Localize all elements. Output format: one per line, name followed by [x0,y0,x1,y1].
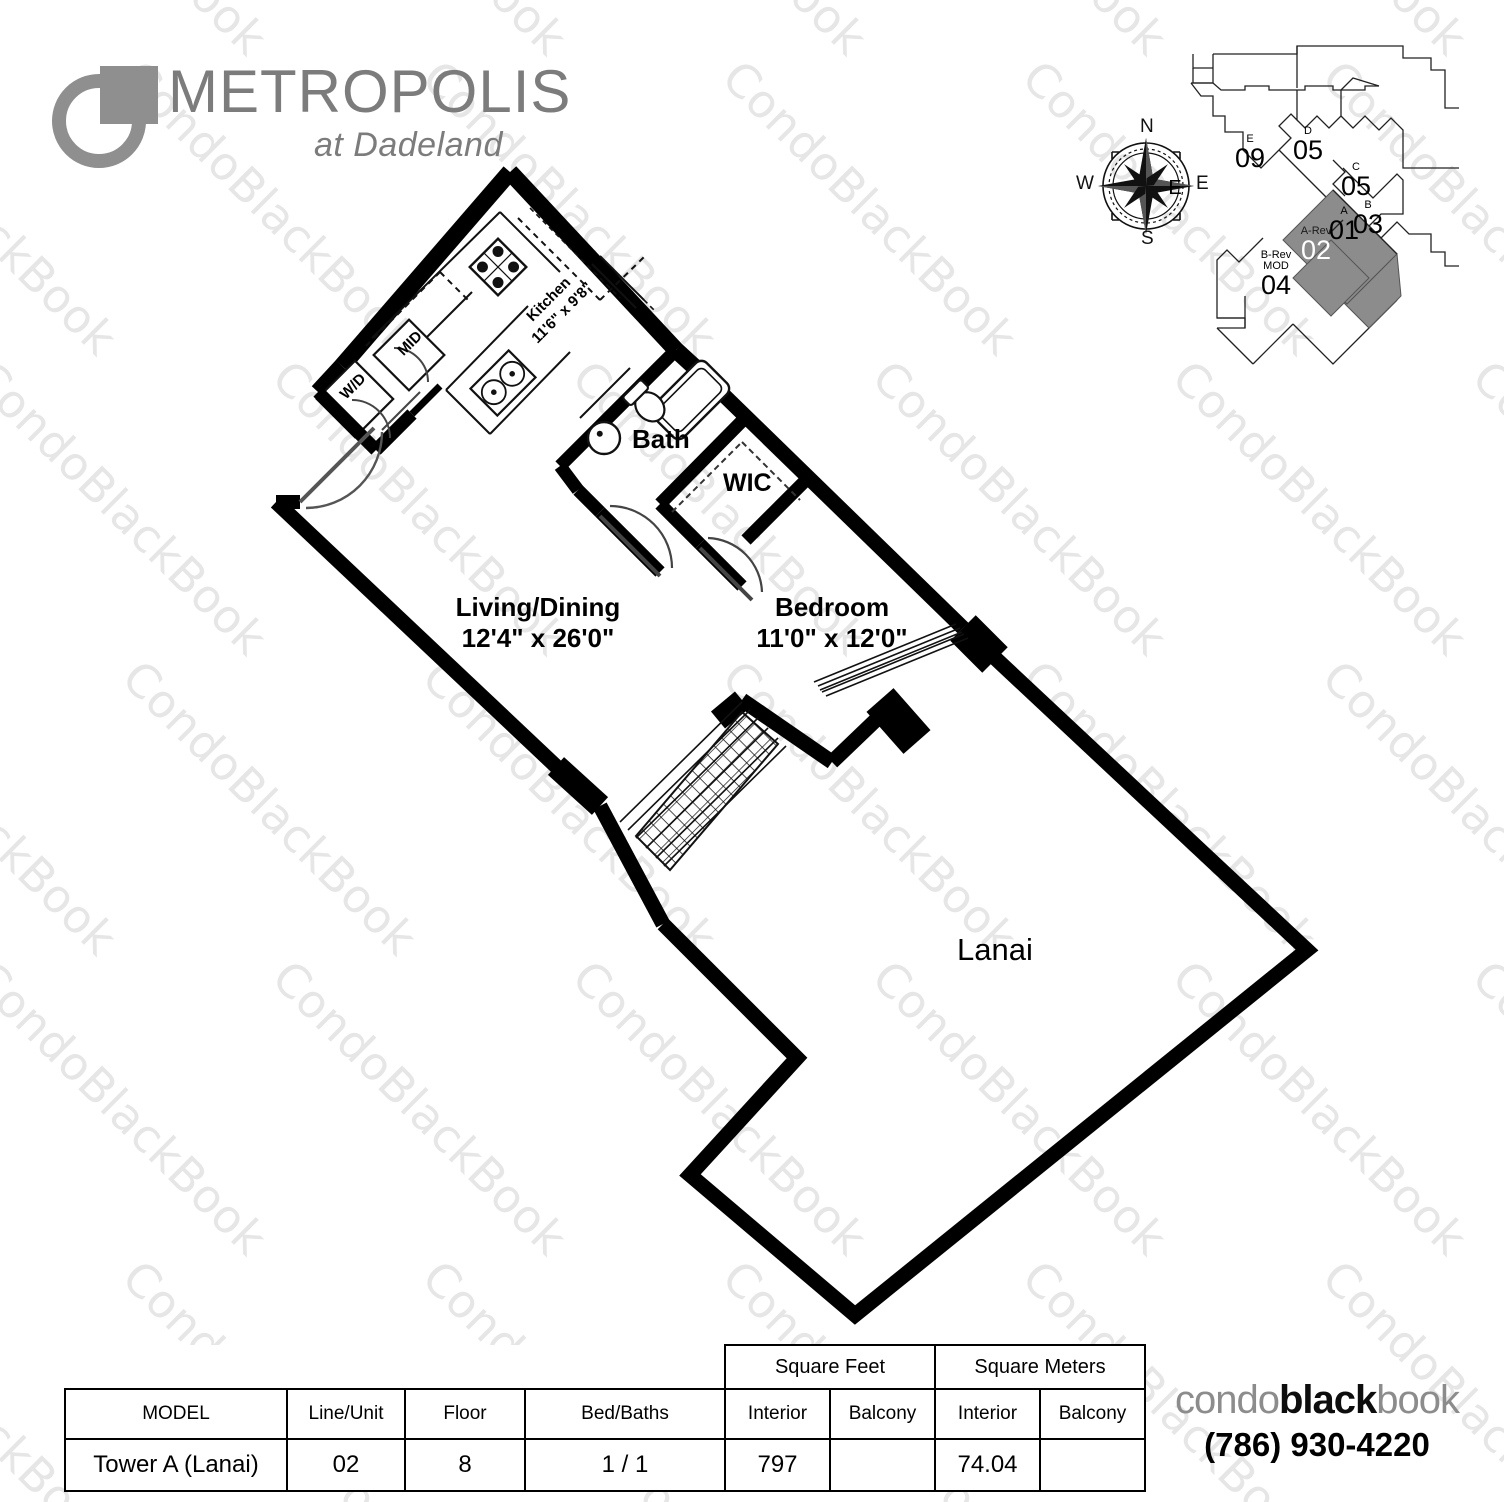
spec-table: Square Feet Square Meters MODEL Line/Uni… [64,1344,1146,1492]
cbb-part-black: black [1278,1378,1377,1422]
room-label-lanai: Lanai [957,932,1033,967]
cbb-part-condo: condo [1174,1378,1280,1422]
key-plan: E 09 D 05 C 05 B 03 A 01 A-Rev 02 B-Rev … [1168,28,1483,373]
compass-rose-icon [1098,138,1194,234]
cell-floor: 8 [404,1438,526,1492]
key-plan-unit-01: A 01 [1328,205,1360,245]
key-plan-unit-04: B-Rev MOD 04 [1260,249,1292,300]
table-header-row: MODEL Line/Unit Floor Bed/Baths Interior… [64,1388,1146,1440]
lanai-outline [657,622,1319,1325]
cbb-part-book: book [1376,1378,1460,1422]
col-header-sm-interior: Interior [934,1388,1041,1440]
brand-subtitle: at Dadeland [314,126,503,164]
key-plan-unit-03: B 03 [1352,199,1384,239]
sliding-door-bedroom [810,620,969,700]
key-plan-highlight-02 [1282,189,1402,329]
room-label-wic: WIC [723,469,772,497]
interior-unit-outline [270,166,1008,928]
condoblackbook-branding: condoblackbook (786) 930-4220 [1152,1380,1482,1464]
spec-table-grid: Square Feet Square Meters MODEL Line/Uni… [64,1344,1146,1492]
table-group-header-row: Square Feet Square Meters [65,1344,1146,1390]
key-plan-unit-09: E 09 [1234,133,1266,173]
metropolis-logo-icon [46,60,162,172]
cell-sm-interior: 74.04 [934,1438,1041,1492]
compass-rose: N S W E [1076,116,1212,252]
col-header-floor: Floor [404,1388,526,1440]
room-label-bedroom: Bedroom 11'0" x 12'0" [756,592,908,653]
key-plan-outside-label: E [1168,177,1182,199]
col-header-bed-baths: Bed/Baths [524,1388,726,1440]
cell-model: Tower A (Lanai) [64,1438,288,1492]
col-header-model: MODEL [64,1388,288,1440]
col-header-line-unit: Line/Unit [286,1388,406,1440]
col-header-sf-balcony: Balcony [829,1388,936,1440]
key-plan-unit-05: C 05 [1340,161,1372,201]
contact-phone: (786) 930-4220 [1204,1426,1430,1463]
laundry-closet [313,318,446,455]
table-row: Tower A (Lanai) 02 8 1 / 1 797 74.04 [64,1438,1146,1492]
entry-door [298,426,384,510]
bath-fixtures [579,359,801,602]
room-label-bath: Bath [632,424,690,454]
cell-line-unit: 02 [286,1438,406,1492]
compass-south-label: S [1141,228,1154,249]
cell-bed-baths: 1 / 1 [524,1438,726,1492]
key-plan-unit-07: D 05 [1292,125,1324,165]
bath-wic-walls [554,345,813,591]
kitchen-fixtures [365,207,657,435]
cell-sf-interior: 797 [724,1438,831,1492]
compass-east-label: E [1196,173,1209,194]
col-header-sm-balcony: Balcony [1039,1388,1146,1440]
condoblackbook-wordmark: condoblackbook [1152,1380,1482,1420]
sliding-door-living [619,701,787,872]
key-plan-diagram [1190,45,1459,365]
compass-west-label: W [1076,173,1094,194]
cell-sf-balcony [829,1438,936,1492]
key-plan-unit-02: A-Rev 02 [1300,225,1332,265]
compass-north-label: N [1140,116,1154,137]
brand-title: METROPOLIS [168,58,572,125]
group-header-square-feet: Square Feet [724,1344,936,1390]
group-header-square-meters: Square Meters [934,1344,1146,1390]
room-label-living-dining: Living/Dining 12'4" x 26'0" [455,592,621,653]
cell-sm-balcony [1039,1438,1146,1492]
col-header-sf-interior: Interior [724,1388,831,1440]
